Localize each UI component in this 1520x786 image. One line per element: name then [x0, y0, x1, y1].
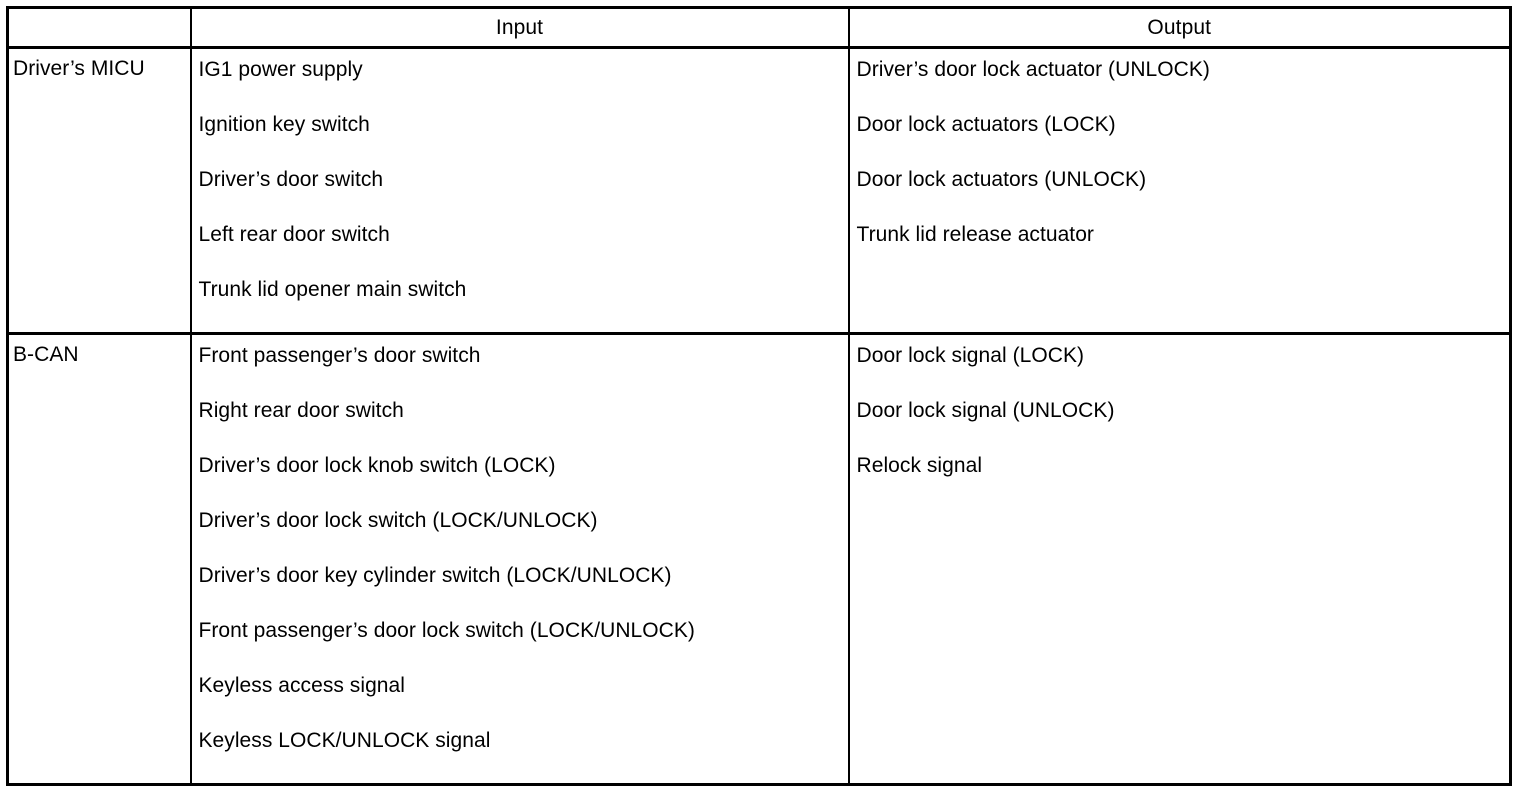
- list-item: Door lock signal (UNLOCK): [856, 399, 1115, 422]
- list-item: Relock signal: [856, 454, 983, 477]
- list-item: Driver’s door key cylinder switch (LOCK/…: [198, 564, 672, 587]
- output-list-bcan: Door lock signal (LOCK) Door lock signal…: [857, 343, 1510, 508]
- list-item: Right rear door switch: [198, 399, 404, 422]
- input-cell-bcan: Front passenger’s door switch Right rear…: [190, 333, 850, 786]
- list-item: Front passenger’s door lock switch (LOCK…: [198, 619, 695, 642]
- output-cell-micu: Driver’s door lock actuator (UNLOCK) Doo…: [848, 47, 1512, 335]
- list-item: Ignition key switch: [198, 113, 370, 136]
- header-row: Input Output: [6, 6, 1512, 49]
- list-item: Driver’s door lock knob switch (LOCK): [198, 454, 556, 477]
- table-body: Driver’s MICU IG1 power supply Ignition …: [6, 47, 1512, 786]
- list-item: Left rear door switch: [198, 223, 390, 246]
- table-header: Input Output: [6, 6, 1512, 49]
- header-cell-output: Output: [848, 6, 1512, 49]
- list-item: Driver’s door lock actuator (UNLOCK): [856, 58, 1210, 81]
- list-item: Door lock actuators (LOCK): [856, 113, 1116, 136]
- list-item: Trunk lid release actuator: [856, 223, 1094, 246]
- document-page: Input Output Driver’s MICU IG1 power sup…: [6, 6, 1512, 786]
- header-cell-input: Input: [190, 6, 850, 49]
- input-output-table: Input Output Driver’s MICU IG1 power sup…: [6, 6, 1512, 786]
- list-item: Driver’s door switch: [198, 168, 384, 191]
- list-item: IG1 power supply: [198, 58, 363, 81]
- list-item: Door lock signal (LOCK): [856, 344, 1085, 367]
- input-list-micu: IG1 power supply Ignition key switch Dri…: [199, 57, 848, 332]
- module-label-bcan: B-CAN: [6, 333, 192, 786]
- output-cell-bcan: Door lock signal (LOCK) Door lock signal…: [848, 333, 1512, 786]
- list-item: Keyless LOCK/UNLOCK signal: [198, 729, 491, 752]
- list-item: Front passenger’s door switch: [198, 344, 481, 367]
- list-item: Keyless access signal: [198, 674, 405, 697]
- input-cell-micu: IG1 power supply Ignition key switch Dri…: [190, 47, 850, 335]
- output-list-micu: Driver’s door lock actuator (UNLOCK) Doo…: [857, 57, 1510, 277]
- table-row: Driver’s MICU IG1 power supply Ignition …: [6, 47, 1512, 335]
- header-cell-module: [6, 6, 192, 49]
- list-item: Driver’s door lock switch (LOCK/UNLOCK): [198, 509, 598, 532]
- module-label-micu: Driver’s MICU: [6, 47, 192, 335]
- list-item: Door lock actuators (UNLOCK): [856, 168, 1147, 191]
- list-item: Trunk lid opener main switch: [198, 278, 467, 301]
- table-row: B-CAN Front passenger’s door switch Righ…: [6, 333, 1512, 786]
- input-list-bcan: Front passenger’s door switch Right rear…: [199, 343, 848, 783]
